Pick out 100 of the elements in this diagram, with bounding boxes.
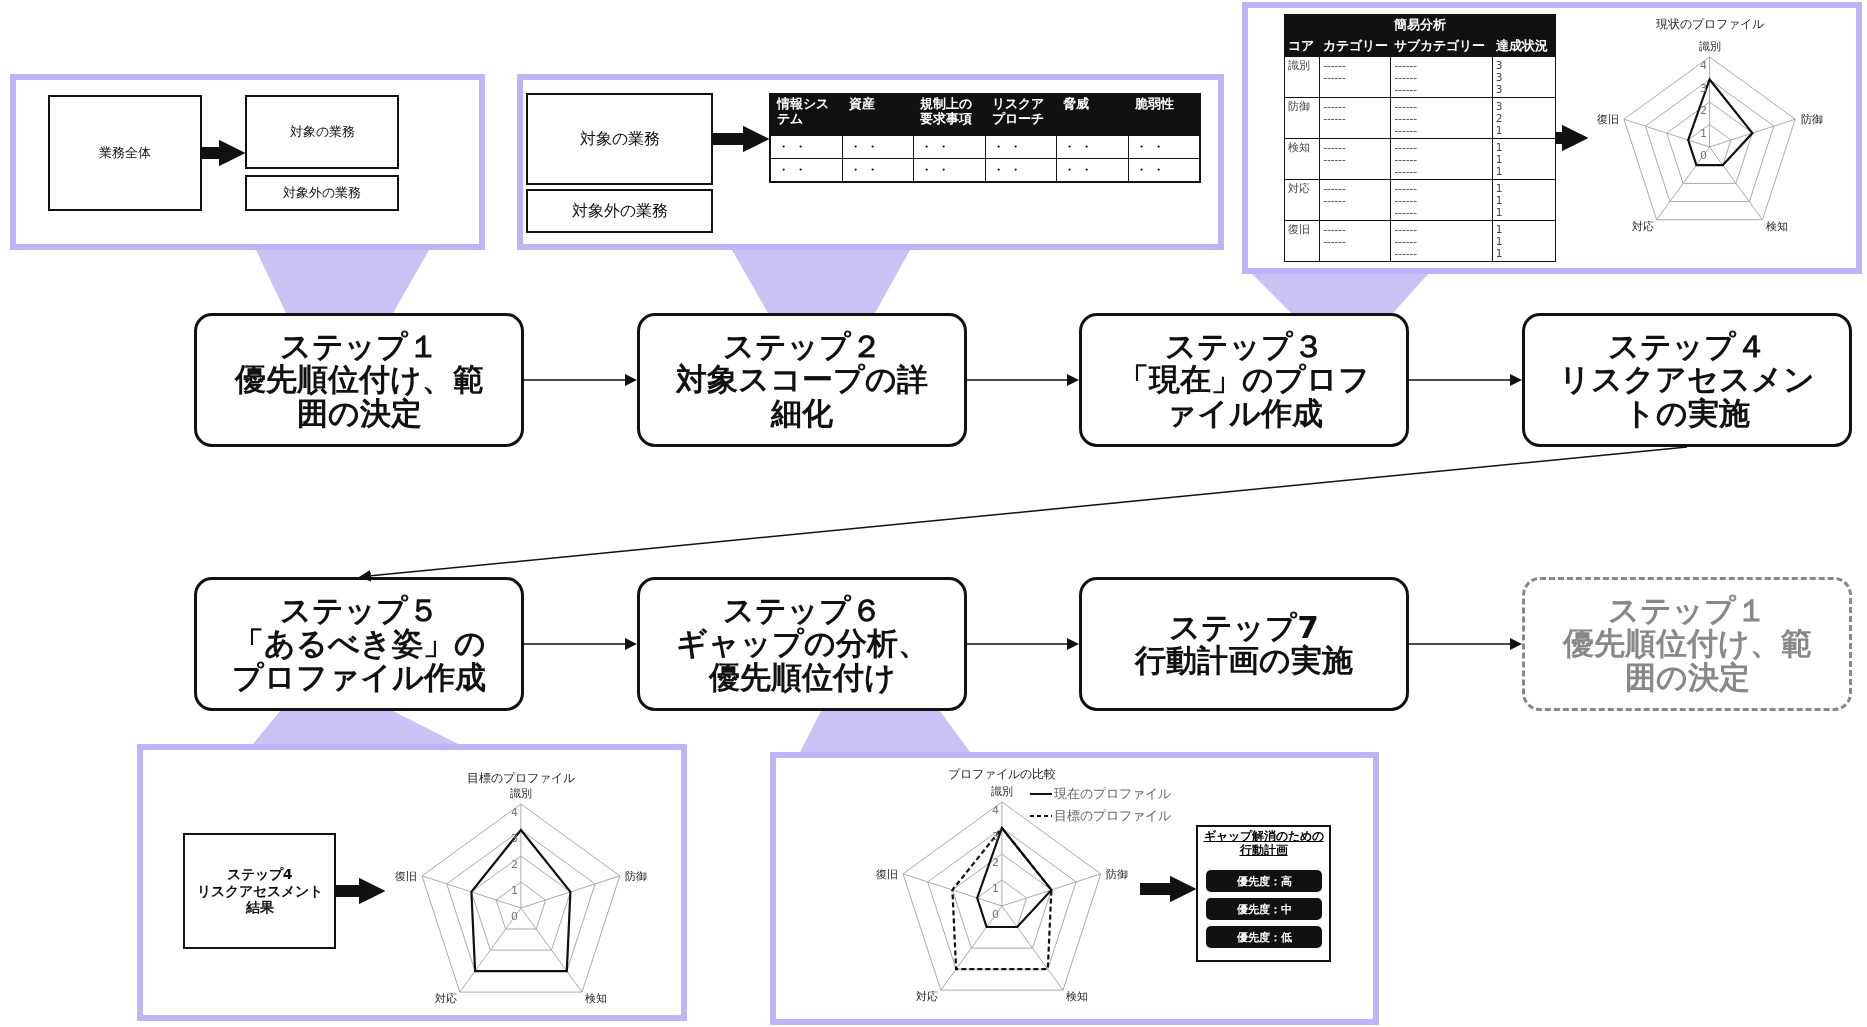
table-cell: ------ ------	[1320, 221, 1391, 261]
step-box	[1522, 313, 1852, 447]
table-cell: 防御	[1285, 98, 1320, 138]
table-cell: ・ ・	[914, 136, 985, 158]
tick-label: 4	[992, 804, 999, 817]
table-cell: ------ ------	[1320, 57, 1391, 97]
step-box	[1079, 577, 1409, 711]
table-cell: ------ ------ ------	[1391, 180, 1492, 220]
callout-panel	[10, 74, 485, 250]
table-cell: ・ ・	[914, 159, 985, 181]
tick-label: 3	[992, 830, 999, 843]
axis-label: 識別	[991, 784, 1013, 799]
callout-funnel	[732, 250, 910, 313]
step-box	[637, 577, 967, 711]
step-title: ステップ６	[722, 593, 882, 628]
table-cell: ------ ------	[1320, 139, 1391, 179]
step-description: 対象スコープの詳細化	[674, 363, 929, 431]
chart-title: 現状のプロファイル	[1656, 16, 1764, 33]
arrow	[523, 374, 637, 386]
table-cell: ・ ・	[985, 136, 1056, 158]
arrow	[1408, 374, 1522, 386]
step-description: 優先順位付け、範囲の決定	[233, 363, 485, 431]
tick-label: 4	[511, 806, 518, 819]
callout-funnel	[800, 711, 970, 752]
axis-label: 復旧	[395, 868, 418, 884]
box-text: ステップ4	[226, 865, 293, 883]
tick-label: 1	[511, 884, 518, 897]
process-box: 対象外の業務	[245, 175, 399, 211]
table-cell: ・ ・	[771, 136, 842, 158]
axis-label: 識別	[1699, 39, 1721, 54]
callout-funnel	[1252, 274, 1428, 313]
tick-label: 2	[511, 858, 518, 871]
step-title: ステップ１	[1607, 593, 1767, 628]
table-cell: ・ ・	[1057, 136, 1128, 158]
axis-label: 防御	[1105, 866, 1128, 882]
table-cell: 3 2 1	[1492, 98, 1555, 138]
callout-panel	[517, 74, 1224, 250]
step-box	[1522, 577, 1852, 711]
callout-funnel	[253, 711, 458, 744]
axis-label: 防御	[624, 868, 647, 884]
table-cell: ------ ------	[1320, 180, 1391, 220]
table-cell: ・ ・	[1057, 159, 1128, 181]
table-cell: ・ ・	[1128, 159, 1199, 181]
table-cell: 検知	[1285, 139, 1320, 179]
tick-label: 3	[1700, 81, 1707, 95]
arrow	[966, 374, 1079, 386]
axis-label: 防御	[1800, 111, 1823, 127]
arrow	[523, 638, 637, 650]
step-title: ステップ３	[1164, 329, 1324, 364]
step-title: ステップ５	[279, 593, 439, 628]
table-cell: ・ ・	[771, 159, 842, 181]
callout-panel	[770, 752, 1379, 1025]
legend-label: 目標のプロファイル	[1054, 807, 1171, 825]
tick-label: 0	[992, 908, 999, 921]
tick-label: 2	[1700, 104, 1707, 117]
table-cell: 1 1 1	[1492, 139, 1555, 179]
process-box: 対象の業務	[245, 95, 399, 169]
arrow	[966, 638, 1079, 650]
tick-label: 0	[1700, 149, 1707, 162]
callout-panel	[1242, 2, 1862, 274]
tick-label: 4	[1700, 59, 1707, 72]
table-cell: ・ ・	[842, 159, 913, 181]
table-cell: ・ ・	[1128, 136, 1199, 158]
table-cell: ------ ------ ------	[1391, 221, 1492, 261]
table-cell: 1 1 1	[1492, 221, 1555, 261]
arrow	[1408, 638, 1522, 650]
step-title: ステップ１	[279, 329, 439, 364]
callout-funnel	[256, 250, 429, 313]
step-description: 優先順位付け、範囲の決定	[1561, 627, 1813, 695]
step-title: ステップ7	[1169, 610, 1319, 644]
axis-label: 対応	[915, 989, 938, 1005]
callout-panel	[137, 744, 687, 1021]
data-table	[1284, 14, 1556, 262]
legend-label: 現在のプロファイル	[1054, 785, 1171, 803]
block-arrow	[202, 139, 246, 167]
data-table	[769, 93, 1201, 183]
table-cell: 識別	[1285, 57, 1320, 97]
step-description: リスクアセスメントの実施	[1558, 363, 1816, 431]
axis-label: 対応	[434, 991, 457, 1007]
tick-label: 2	[992, 856, 999, 869]
table-cell: 1 1 1	[1492, 180, 1555, 220]
table-cell: ------ ------ ------	[1391, 57, 1492, 97]
action-plan-heading: ギャップ解消のための行動計画	[1202, 830, 1325, 858]
block-arrow	[336, 877, 386, 905]
step-description: 「現在」のプロファイル作成	[1117, 363, 1371, 431]
table-cell: ------ ------ ------	[1391, 98, 1492, 138]
block-arrow	[1556, 124, 1589, 152]
axis-label: 検知	[585, 991, 608, 1007]
priority-pill: 優先度：中	[1206, 898, 1322, 920]
step-box	[194, 577, 524, 711]
axis-label: 復旧	[876, 866, 899, 882]
process-box: 対象外の業務	[526, 189, 713, 233]
axis-label: 対応	[1632, 218, 1655, 234]
process-box: 業務全体	[48, 95, 202, 211]
step-title: ステップ４	[1607, 329, 1767, 364]
action-plan-box	[1196, 825, 1331, 962]
block-arrow	[1140, 875, 1197, 903]
table-cell: ・ ・	[985, 159, 1056, 181]
tick-label: 1	[992, 882, 999, 895]
step-title: ステップ２	[722, 329, 882, 364]
